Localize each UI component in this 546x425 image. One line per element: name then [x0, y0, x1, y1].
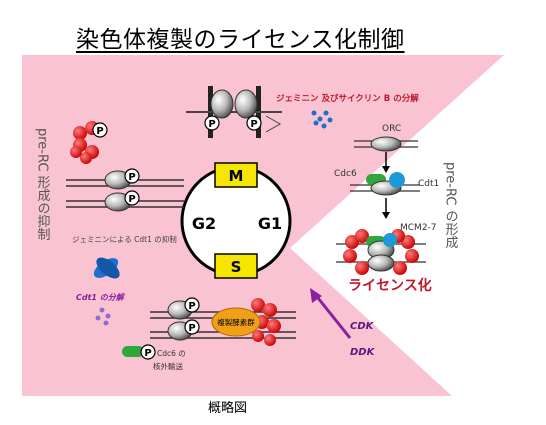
replication-fork: P P 複製酵素群 [150, 297, 296, 346]
cdc6-export-line1: Cdc6 の [157, 349, 186, 358]
figure-title: 染色体複製のライセンス化制御 [76, 27, 405, 53]
cdt1-degradation-label: Cdt1 の分解 [76, 293, 126, 302]
right-vertical-label: pre-RC の形成 [443, 162, 459, 250]
geminin-complex [93, 257, 120, 279]
svg-text:P: P [128, 194, 135, 205]
mcm-label: MCM2-7 [400, 223, 437, 233]
left-mcm-on-dna: P P [66, 168, 184, 212]
ddk-label: DDK [350, 347, 376, 358]
left-vertical-label: pre-RC 形成の抑制 [35, 128, 51, 241]
cdc6-export: P [122, 344, 156, 360]
svg-text:P: P [250, 119, 257, 130]
figure-caption: 概略図 [208, 401, 248, 416]
cdt1-dots [95, 307, 111, 326]
cdk-ddk-arrow [316, 297, 352, 339]
pre-rc-complex [336, 229, 426, 275]
orc-label: ORC [382, 124, 401, 134]
phase-m-label: M [229, 167, 244, 185]
svg-text:P: P [96, 126, 103, 137]
geminin-cdt1-label: ジェミニンによる Cdt1 の抑制 [72, 234, 177, 244]
svg-text:P: P [188, 301, 195, 312]
cdc6-export-line2: 核外輸送 [153, 361, 183, 371]
cdc6-label: Cdc6 [334, 169, 357, 179]
licensing-label: ライセンス化 [348, 277, 432, 294]
orc-cdc6-cdt1-complex [350, 172, 420, 196]
replication-enzymes-label: 複製酵素群 [217, 317, 255, 327]
degradation-dots [311, 110, 333, 129]
geminin-cyclin-degradation-label: ジェミニン 及びサイクリン B の分解 [276, 93, 419, 104]
phase-s-box [214, 253, 258, 279]
mitosis-mcm-complex: P P [186, 86, 282, 138]
cdt1-label: Cdt1 [418, 179, 439, 189]
phase-s-label: S [231, 258, 242, 276]
svg-text:P: P [188, 323, 195, 334]
cdk-label: CDK [350, 321, 375, 332]
svg-text:P: P [144, 348, 151, 359]
orc-on-dna [354, 136, 418, 152]
phase-g2-label: G2 [192, 214, 216, 233]
svg-text:P: P [208, 119, 215, 130]
phase-g1-label: G1 [258, 214, 282, 233]
svg-text:P: P [128, 172, 135, 183]
phase-m-box [214, 162, 258, 188]
phosphorylated-red-cluster: P [70, 121, 108, 164]
